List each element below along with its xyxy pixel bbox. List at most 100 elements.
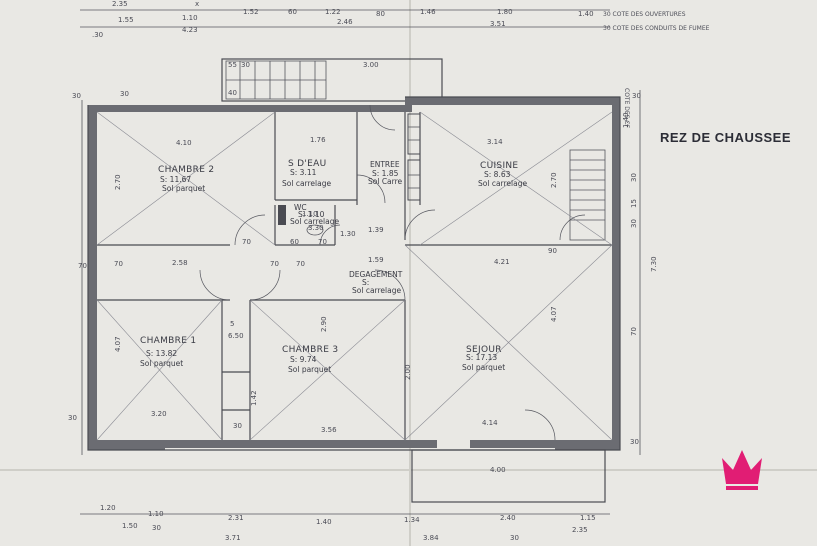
dimension-label: 70 bbox=[78, 262, 87, 270]
dimension-label: 30 COTE DES OUVERTURES bbox=[603, 11, 686, 18]
dimension-label: 1.22 bbox=[325, 8, 341, 16]
dimension-label: 30 bbox=[233, 422, 242, 430]
dimension-label: 70 bbox=[296, 260, 305, 268]
dimension-label: 3.20 bbox=[151, 410, 167, 418]
dimension-label: 30 bbox=[152, 524, 161, 532]
dimension-label: S: 3.11 bbox=[290, 168, 317, 177]
dimension-label: 3.30 bbox=[308, 224, 324, 232]
dimension-label: 70 bbox=[114, 260, 123, 268]
plan-title: REZ DE CHAUSSEE bbox=[660, 130, 791, 145]
dimension-label: S: 1.85 bbox=[372, 169, 399, 178]
interior-dimensions: 4.10 1.76 3.14 2.70 2.70 3.30 1.10 1.30 … bbox=[114, 136, 558, 434]
room-cuisine: CUISINE S: 8.63 Sol carrelage bbox=[478, 161, 527, 188]
dimension-label: 5 bbox=[230, 320, 234, 328]
dimension-label: CHAMBRE 2 bbox=[158, 165, 214, 175]
dimension-label: 30 bbox=[241, 61, 250, 69]
wc-fixtures bbox=[278, 205, 324, 236]
dimension-label: 4.21 bbox=[494, 258, 510, 266]
dimension-label: 15 bbox=[630, 199, 638, 208]
dimension-label: CHAMBRE 1 bbox=[140, 336, 196, 346]
dimension-label: S: bbox=[362, 278, 369, 287]
dimension-label: 2.35 bbox=[112, 0, 128, 8]
dimension-label: 70 bbox=[270, 260, 279, 268]
dimension-label: Sol parquet bbox=[162, 184, 205, 193]
dimension-label: 70 bbox=[242, 238, 251, 246]
dimension-label: .30 bbox=[92, 31, 103, 39]
dimension-label: 90 bbox=[548, 247, 557, 255]
dimension-label: 80 bbox=[376, 10, 385, 18]
dimension-label: 3.00 bbox=[363, 61, 379, 69]
dimension-label: 55 bbox=[228, 61, 237, 69]
room-entree: ENTREE S: 1.85 Sol Carre bbox=[368, 160, 403, 186]
bottom-wall bbox=[97, 440, 437, 448]
room-wc: WC S: 1.10 Sol carrelage bbox=[290, 203, 339, 226]
dimension-label: 1.34 bbox=[404, 516, 420, 524]
dimension-label: ENTREE bbox=[370, 160, 400, 169]
dimension-label: 60 bbox=[288, 8, 297, 16]
dimension-label: 30 bbox=[510, 534, 519, 542]
dimension-label: Sol parquet bbox=[288, 365, 331, 374]
dimension-label: 1.10 bbox=[302, 210, 318, 218]
dimension-label: 2.58 bbox=[172, 259, 188, 267]
dimension-label: 4.07 bbox=[114, 336, 122, 352]
room-diagonals bbox=[96, 111, 613, 441]
dimension-label: 30 bbox=[72, 92, 81, 100]
dimension-label: 4.14 bbox=[482, 419, 498, 427]
dimension-label: 4.07 bbox=[550, 306, 558, 322]
dimension-label: Sol carrelage bbox=[478, 179, 527, 188]
dimension-label: 1.80 bbox=[497, 8, 513, 16]
dimension-label: WC bbox=[294, 203, 307, 212]
flue-blocks bbox=[407, 113, 421, 201]
dimension-label: 3.56 bbox=[321, 426, 337, 434]
dimension-label: x bbox=[195, 0, 199, 8]
dimension-label: 1.10 bbox=[182, 14, 198, 22]
side-note: COTE DES CF bbox=[623, 88, 630, 129]
dimension-label: 2.46 bbox=[337, 18, 353, 26]
dimension-label: 4.10 bbox=[176, 139, 192, 147]
room-degagement: DEGAGEMENT S: Sol carrelage bbox=[349, 270, 403, 295]
right-dimensions: 1.40 7.30 30 15 30 70 30 30 bbox=[622, 90, 658, 455]
dimension-label: 70 bbox=[318, 238, 327, 246]
dimension-label: 2.00 bbox=[404, 364, 412, 380]
dimension-label: 4.00 bbox=[490, 466, 506, 474]
door-swings bbox=[199, 104, 586, 441]
room-salle-d-eau: S D'EAU S: 3.11 Sol carrelage bbox=[282, 159, 331, 188]
outer-walls bbox=[87, 96, 621, 451]
terrace bbox=[411, 449, 606, 503]
dimension-label: 1.30 bbox=[340, 230, 356, 238]
dimension-label: 3.84 bbox=[423, 534, 439, 542]
room-chambre-3: CHAMBRE 3 S: 9.74 Sol parquet bbox=[282, 345, 338, 374]
dimension-label: 7.30 bbox=[650, 256, 658, 272]
dimension-label: 1.59 bbox=[368, 256, 384, 264]
dimension-label: 30 COTE DES CONDUITS DE FUMEE bbox=[603, 25, 710, 32]
dimension-label: 2.35 bbox=[572, 526, 588, 534]
room-chambre-2: CHAMBRE 2 S: 11.67 Sol parquet bbox=[158, 165, 214, 193]
crown-icon bbox=[722, 450, 762, 490]
dimension-label: 1.15 bbox=[580, 514, 596, 522]
dimension-label: 30 bbox=[120, 90, 129, 98]
dimension-label: 1.39 bbox=[368, 226, 384, 234]
dimension-label: S: 13.82 bbox=[146, 349, 177, 358]
dimension-label: 70 bbox=[630, 327, 638, 336]
dimension-label: 2.70 bbox=[114, 174, 122, 190]
room-sejour: SEJOUR S: 17.13 Sol parquet bbox=[462, 345, 505, 372]
dimension-label: 2.90 bbox=[320, 316, 328, 332]
dimension-label: 30 bbox=[68, 414, 77, 422]
dimension-label: Sol carrelage bbox=[352, 286, 401, 295]
bottom-dimensions: 1.20 1.10 2.31 1.40 1.34 2.40 1.15 1.50 … bbox=[80, 504, 610, 542]
dimension-label: 60 bbox=[290, 238, 299, 246]
dimension-label: Sol carrelage bbox=[282, 179, 331, 188]
dimension-label: CHAMBRE 3 bbox=[282, 345, 338, 355]
dimension-label: S: 9.74 bbox=[290, 355, 317, 364]
dimension-label: 30 bbox=[630, 173, 638, 182]
dimension-label: 40 bbox=[228, 89, 237, 97]
dimension-label: 1.40 bbox=[578, 10, 594, 18]
dimension-label: 2.40 bbox=[500, 514, 516, 522]
dimension-label: 2.70 bbox=[550, 172, 558, 188]
top-dimensions: 2.35 x 1.52 60 1.22 80 1.46 1.80 1.40 1.… bbox=[80, 0, 610, 39]
dimension-label: 30 bbox=[632, 92, 641, 100]
dimension-label: 3.51 bbox=[490, 20, 506, 28]
dimension-label: S: 8.63 bbox=[484, 170, 511, 179]
